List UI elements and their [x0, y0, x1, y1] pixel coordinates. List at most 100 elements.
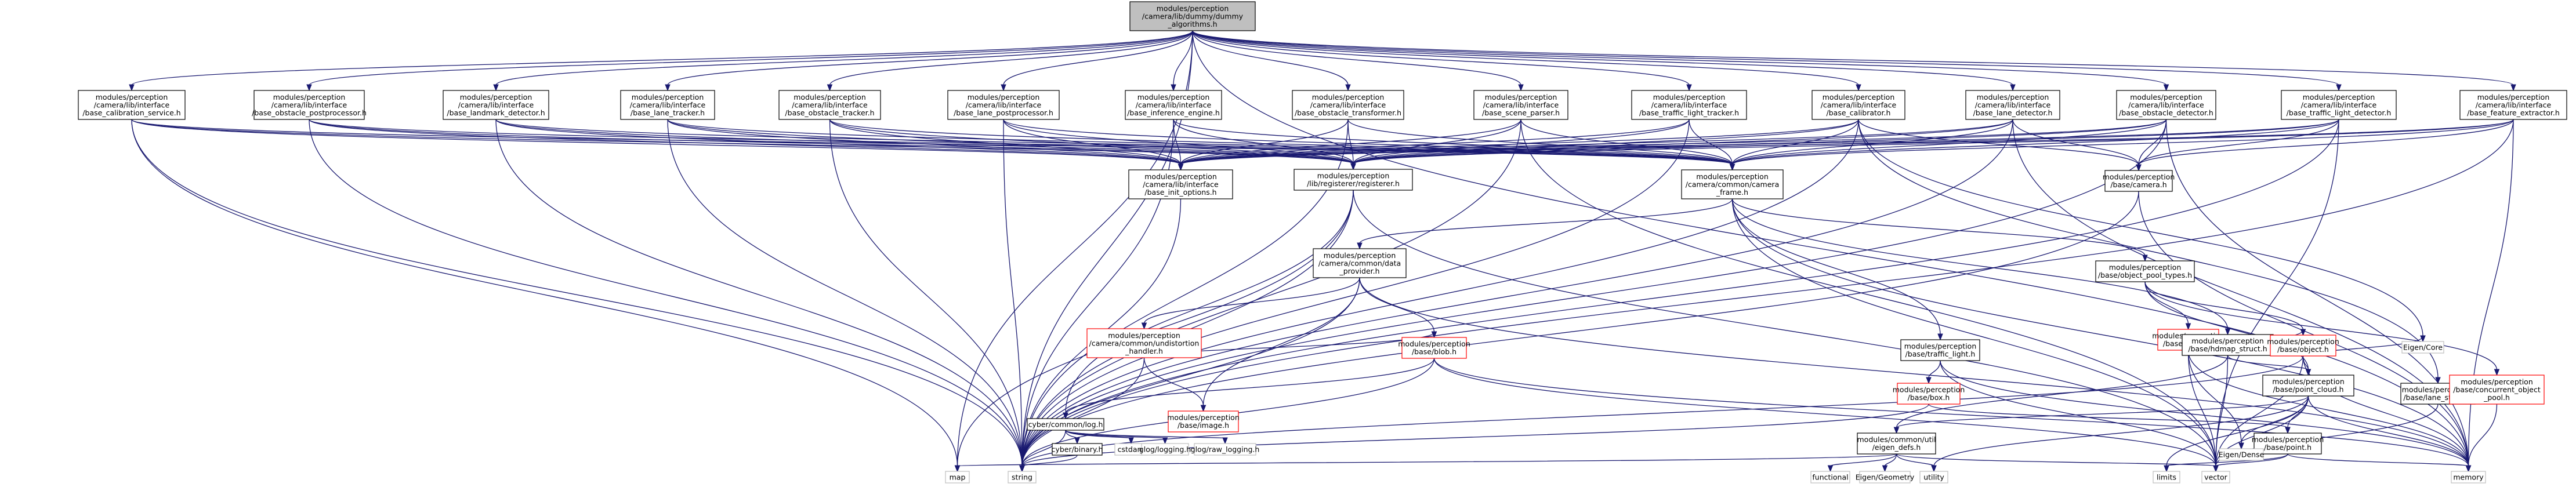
dependency-edge [131, 119, 1025, 473]
dependency-edge [1141, 277, 1360, 330]
node-lane-tracker[interactable]: modules/perception/camera/lib/interface/… [620, 90, 715, 120]
node-label-line: modules/perception [632, 93, 704, 101]
node-box[interactable]: modules/perception/base/box.h [1893, 383, 1965, 405]
edges-layer [129, 30, 2516, 473]
node-undistortion[interactable]: modules/perception/camera/common/undisto… [1086, 328, 1202, 358]
node-label-line: /camera/lib/dummy/dummy [1142, 12, 1244, 20]
node-traffic-light[interactable]: modules/perception/base/traffic_light.h [1900, 339, 1980, 361]
node-base-camera[interactable]: modules/perception/base/camera.h [2103, 170, 2175, 192]
node-lane-detector[interactable]: modules/perception/camera/lib/interface/… [1965, 90, 2060, 120]
node-object-pool-types[interactable]: modules/perception/base/object_pool_type… [2095, 260, 2195, 282]
node-label-line: modules/perception [1398, 340, 1470, 348]
node-calib-service[interactable]: modules/perception/camera/lib/interface/… [78, 90, 186, 120]
node-cyber-log[interactable]: cyber/common/log.h [1027, 418, 1104, 431]
dependency-edge [306, 30, 1193, 92]
node-cyber-binary[interactable]: cyber/binary.h [1052, 443, 1103, 456]
node-box [1194, 443, 1256, 456]
node-label-line: /lib/registerer/registerer.h [1307, 179, 1400, 188]
node-label-line: modules/perception [1893, 386, 1965, 394]
node-camera-frame[interactable]: modules/perception/camera/common/camera_… [1681, 169, 1784, 199]
node-box [1811, 90, 1905, 120]
node-label-line: /base_calibrator.h [1827, 108, 1891, 117]
node-label-line: /camera/lib/interface [1821, 100, 1897, 109]
dependency-edge [1192, 30, 2016, 92]
node-label-line: modules/perception [2477, 93, 2550, 101]
node-obstacle-detector[interactable]: modules/perception/camera/lib/interface/… [2116, 90, 2216, 120]
node-point-cloud[interactable]: modules/perception/base/point_cloud.h [2262, 375, 2354, 397]
node-label-line: modules/perception [1157, 4, 1229, 13]
node-object[interactable]: modules/perception/base/object.h [2267, 335, 2339, 357]
node-box [1857, 433, 1936, 455]
node-init-options[interactable]: modules/perception/camera/lib/interface/… [1128, 169, 1233, 199]
node-lane-post[interactable]: modules/perception/camera/lib/interface/… [947, 90, 1060, 120]
node-box [1125, 90, 1222, 120]
dependency-edge [131, 119, 1184, 171]
node-obstacle-post[interactable]: modules/perception/camera/lib/interface/… [252, 90, 367, 120]
node-label-line: modules/perception [1823, 93, 1895, 101]
node-box [1294, 169, 1413, 191]
node-label-line: glog/raw_logging.h [1191, 445, 1260, 453]
node-box [1810, 471, 1850, 484]
dependency-edge [954, 453, 1897, 473]
dependency-edge [2213, 453, 2288, 473]
node-label-line: modules/perception [2303, 93, 2375, 101]
node-label-line: _frame.h [1716, 188, 1748, 197]
node-label-line: modules/perception [1137, 93, 1210, 101]
node-registerer[interactable]: modules/perception/lib/registerer/regist… [1294, 169, 1413, 191]
node-label-line: modules/perception [2109, 263, 2182, 272]
dependency-edge [1063, 190, 1354, 420]
node-label-line: /camera/lib/interface [630, 100, 706, 109]
node-tl-tracker[interactable]: modules/perception/camera/lib/interface/… [1631, 90, 1747, 120]
node-data-provider[interactable]: modules/perception/camera/common/data_pr… [1313, 248, 1407, 278]
node-root[interactable]: modules/perception/camera/lib/dummy/dumm… [1129, 1, 1256, 31]
dependency-edge [495, 119, 1025, 473]
node-feature-extractor[interactable]: modules/perception/camera/lib/interface/… [2459, 90, 2567, 120]
dependency-edge [1896, 453, 2219, 473]
node-glog-raw: glog/raw_logging.h [1191, 443, 1260, 456]
dependency-edge [2227, 355, 2311, 376]
node-scene-parser[interactable]: modules/perception/camera/lib/interface/… [1473, 90, 1568, 120]
node-label-line: /eigen_defs.h [1872, 443, 1921, 452]
node-eigen-defs[interactable]: modules/common/util/eigen_defs.h [1857, 433, 1936, 455]
dependency-edge [309, 119, 1356, 170]
dependency-edge [829, 119, 1025, 473]
dependency-edge [2465, 404, 2498, 473]
node-label-line: modules/perception [2272, 377, 2345, 386]
node-base-point[interactable]: modules/perception/base/point.h [2252, 433, 2324, 455]
node-label-line: modules/perception [2103, 173, 2175, 181]
dependency-edge [1192, 30, 2169, 92]
node-string: string [1008, 471, 1037, 484]
node-functional: functional [1810, 471, 1850, 484]
node-eigen-geometry: Eigen/Geometry [1856, 471, 1915, 484]
node-calibrator[interactable]: modules/perception/camera/lib/interface/… [1811, 90, 1905, 120]
node-box [778, 90, 881, 120]
node-box [1008, 471, 1037, 484]
node-label-line: _provider.h [1339, 267, 1379, 275]
node-inference[interactable]: modules/perception/camera/lib/interface/… [1125, 90, 1222, 120]
dependency-edge [1192, 30, 1524, 92]
node-label-line: utility [1923, 473, 1944, 481]
node-label-line: /camera/lib/interface [2301, 100, 2377, 109]
node-box [253, 90, 365, 120]
node-obstacle-transformer[interactable]: modules/perception/camera/lib/interface/… [1292, 90, 1404, 120]
node-label-line: modules/perception [2267, 337, 2339, 346]
node-image[interactable]: modules/perception/base/image.h [1167, 410, 1240, 433]
dependency-edge [1827, 453, 1897, 473]
dependency-edge [1359, 277, 1437, 339]
dependency-edge [1940, 360, 2472, 473]
node-tl-detector[interactable]: modules/perception/camera/lib/interface/… [2281, 90, 2397, 120]
node-obstacle-tracker[interactable]: modules/perception/camera/lib/interface/… [778, 90, 881, 120]
node-blob[interactable]: modules/perception/base/blob.h [1398, 337, 1470, 359]
node-limits: limits [2153, 471, 2180, 484]
node-label-line: /camera/lib/interface [792, 100, 868, 109]
node-hdmap-struct[interactable]: modules/perception/base/hdmap_struct.h [2182, 334, 2274, 356]
node-label-line: modules/perception [794, 93, 866, 101]
dependency-edge [1192, 30, 1351, 92]
node-label-line: Eigen/Geometry [1856, 473, 1915, 481]
nodes-layer: modules/perception/camera/lib/dummy/dumm… [78, 1, 2567, 484]
node-concurrent-pool[interactable]: modules/perception/base/concurrent_objec… [2449, 375, 2545, 405]
node-landmark[interactable]: modules/perception/camera/lib/interface/… [443, 90, 549, 120]
dependency-edge [1143, 357, 1207, 412]
dependency-edge [1882, 453, 1897, 473]
dependency-edge [1192, 30, 1861, 92]
